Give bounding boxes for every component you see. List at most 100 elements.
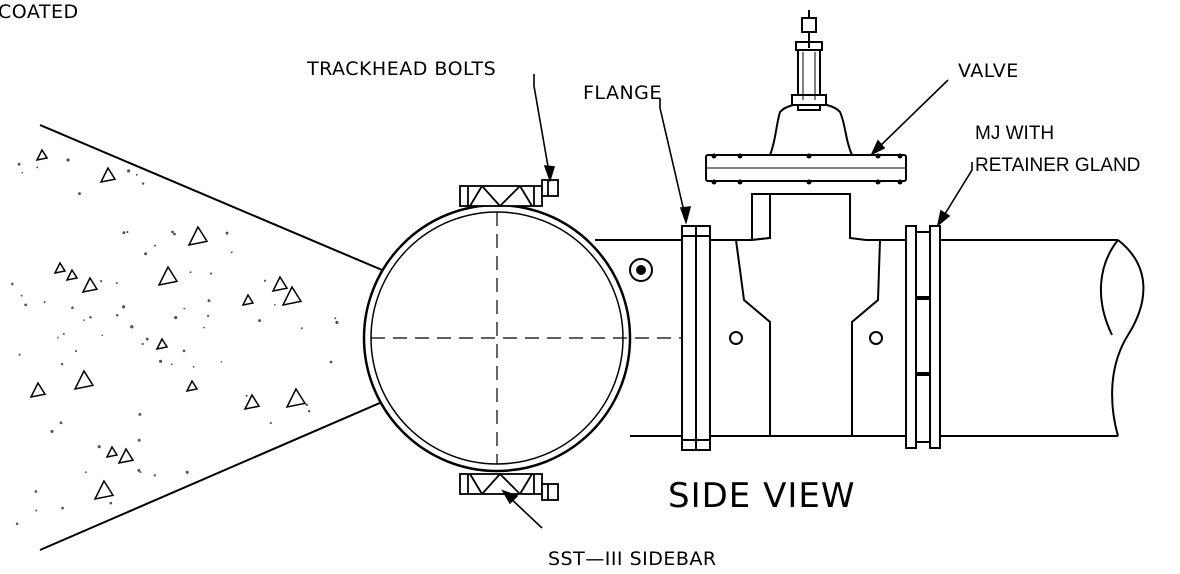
aggregate-speckle	[230, 251, 233, 254]
aggregate-speckle	[127, 169, 131, 173]
aggregate-speckle	[263, 279, 267, 282]
aggregate-speckle	[225, 231, 229, 235]
aggregate-speckle	[137, 438, 141, 442]
aggregate-speckle	[185, 470, 189, 474]
aggregate-triangle	[155, 337, 169, 351]
aggregate-speckle	[78, 192, 81, 196]
aggregate-speckle	[335, 320, 339, 325]
aggregate-speckle	[139, 471, 142, 474]
aggregate-speckle	[62, 332, 65, 335]
aggregate-speckle	[17, 162, 21, 166]
aggregate-speckle	[182, 349, 186, 353]
aggregate-triangle	[73, 369, 95, 391]
aggregate-triangle	[285, 387, 307, 409]
aggregate-speckle	[10, 282, 14, 286]
aggregate-speckle	[61, 506, 64, 510]
aggregate-speckle	[84, 471, 87, 474]
aggregate-triangle	[117, 447, 135, 465]
aggregate-speckle	[122, 231, 126, 235]
aggregate-speckle	[206, 314, 210, 317]
aggregate-speckle	[109, 501, 113, 505]
aggregate-speckle	[153, 244, 157, 247]
aggregate-speckle	[300, 327, 303, 330]
aggregate-speckle	[97, 445, 101, 449]
aggregate-speckle	[21, 171, 24, 174]
aggregate-speckle	[141, 182, 145, 185]
aggregate-speckle	[258, 319, 262, 323]
aggregate-speckle	[135, 173, 138, 176]
aggregate-speckle	[173, 232, 176, 236]
trackhead-bolts-label: TRACKHEAD BOLTS	[307, 58, 497, 80]
aggregate-speckle	[24, 303, 28, 307]
concrete-thrust-block	[0, 124, 383, 551]
aggregate-speckle	[170, 363, 173, 366]
aggregate-speckle	[83, 319, 85, 321]
aggregate-speckle	[307, 409, 311, 413]
aggregate-speckle	[18, 353, 21, 356]
valve-label: VALVE	[958, 60, 1019, 82]
aggregate-speckle	[207, 299, 211, 303]
aggregate-speckle	[57, 336, 59, 339]
mj-label-line-2: RETAINER GLAND	[975, 155, 1141, 176]
aggregate-speckle	[245, 394, 248, 397]
aggregate-speckle	[100, 280, 103, 283]
aggregate-speckle	[209, 272, 213, 275]
aggregate-speckle	[329, 360, 333, 364]
aggregate-speckle	[269, 422, 272, 425]
aggregate-speckle	[89, 316, 92, 319]
aggregate-speckle	[174, 316, 178, 320]
aggregate-speckle	[115, 314, 119, 317]
leader-lines	[501, 74, 973, 529]
aggregate-triangle	[157, 265, 179, 287]
aggregate-speckle	[334, 317, 337, 320]
aggregate-speckle	[71, 306, 74, 310]
flange-label: FLANGE	[583, 82, 662, 104]
aggregate-triangle	[281, 285, 303, 307]
aggregate-speckle	[115, 282, 118, 284]
tap-outlet-end-view	[362, 203, 685, 473]
aggregate-speckle	[59, 421, 63, 425]
pipe-bolt-marker	[629, 258, 653, 282]
aggregate-speckle	[137, 468, 141, 472]
aggregate-triangle	[187, 225, 209, 247]
gate-valve	[705, 10, 907, 437]
aggregate-speckle	[130, 325, 134, 329]
sidebar-label: SST—III SIDEBAR	[548, 548, 717, 570]
sleeve-bolt-top	[459, 179, 559, 207]
aggregate-speckle	[20, 294, 23, 297]
aggregate-speckle	[274, 303, 276, 306]
aggregate-speckle	[158, 359, 163, 363]
aggregate-speckle	[15, 522, 19, 526]
sleeve-bolt-bottom	[459, 473, 559, 501]
aggregate-speckle	[60, 362, 64, 366]
aggregate-triangle	[243, 393, 261, 411]
aggregate-triangle	[29, 381, 47, 399]
view-title: SIDE VIEW	[668, 476, 856, 516]
aggregate-triangle	[99, 166, 117, 184]
coated-label: COATED	[0, 1, 79, 23]
aggregate-speckle	[145, 337, 149, 341]
aggregate-speckle	[34, 490, 38, 493]
aggregate-triangle	[35, 148, 49, 162]
aggregate-triangle	[105, 445, 119, 459]
aggregate-triangle	[53, 261, 67, 275]
aggregate-triangle	[271, 275, 289, 293]
aggregate-speckle	[220, 360, 223, 363]
aggregate-speckle	[192, 365, 195, 368]
aggregate-speckle	[122, 305, 126, 309]
aggregate-speckle	[171, 230, 174, 234]
aggregate-speckle	[126, 231, 129, 234]
aggregate-speckle	[50, 429, 54, 433]
aggregate-speckle	[101, 334, 104, 337]
aggregate-speckle	[144, 252, 148, 256]
aggregate-triangle	[65, 268, 79, 282]
mj-retainer-gland	[905, 225, 941, 449]
aggregate-speckle	[183, 307, 186, 310]
aggregate-triangle	[81, 276, 99, 294]
aggregate-speckle	[153, 474, 157, 477]
aggregate-speckle	[189, 271, 192, 274]
aggregate-speckle	[305, 403, 308, 407]
aggregate-speckle	[138, 412, 142, 416]
aggregate-speckle	[202, 326, 205, 329]
